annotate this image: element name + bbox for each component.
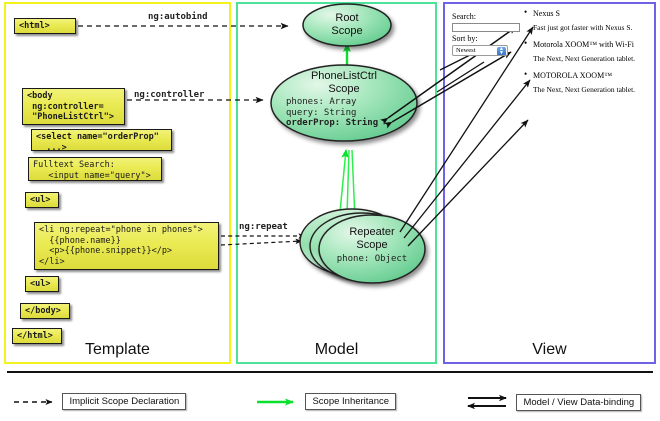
double-arrow-icon: [467, 394, 507, 410]
legend-item-scope-inheritance: Scope Inheritance: [255, 393, 397, 411]
legend-item-implicit-scope-declaration: Implicit Scope Declaration: [12, 393, 187, 411]
list-item[interactable]: Motorola XOOM™ with Wi-Fi The Next, Next…: [524, 38, 652, 64]
column-label-model: Model: [314, 341, 359, 358]
code-box-select-tag: <select name="orderProp" ...>: [31, 129, 172, 153]
code-box-body-open: <body ng:controller= "PhoneListCtrl">: [22, 88, 125, 125]
phone-snippet: Fast just got faster with Nexus S.: [533, 23, 633, 32]
green-arrow-icon: [257, 398, 294, 406]
dashed-arrow-icon: [14, 398, 53, 405]
column-model: Model: [236, 2, 437, 364]
code-box-ul-open: <ul>: [25, 192, 59, 208]
code-box-ul-close: <ul>: [25, 276, 59, 292]
code-box-html-close: </html>: [12, 328, 62, 344]
chevron-updown-icon[interactable]: ▲▼: [497, 47, 506, 55]
code-box-body-close: </body>: [20, 303, 70, 319]
edge-label-autobind: ng:autobind: [148, 12, 208, 22]
legend-label-model-view-data-binding: Model / View Data-binding: [516, 393, 642, 411]
phone-title[interactable]: MOTOROLA XOOM™: [524, 69, 652, 81]
code-box-li-repeat: <li ng:repeat="phone in phones"> {{phone…: [34, 222, 219, 270]
code-box-html-open: <html>: [14, 18, 76, 34]
phone-title[interactable]: Nexus S: [524, 7, 652, 19]
phone-snippet: The Next, Next Generation tablet.: [533, 85, 636, 94]
column-label-view: View: [532, 341, 567, 358]
legend-label-implicit-scope-declaration: Implicit Scope Declaration: [62, 393, 187, 411]
legend-label-scope-inheritance: Scope Inheritance: [305, 393, 397, 411]
legend: Implicit Scope Declaration Scope Inherit…: [0, 371, 660, 421]
phone-title[interactable]: Motorola XOOM™ with Wi-Fi: [524, 38, 652, 50]
sort-by-label: Sort by:: [452, 34, 478, 43]
sort-by-select[interactable]: Newest ▲▼: [452, 45, 508, 56]
list-item[interactable]: Nexus S Fast just got faster with Nexus …: [524, 7, 652, 33]
edge-label-repeat: ng:repeat: [239, 222, 288, 232]
search-label: Search:: [452, 12, 476, 21]
legend-divider: [7, 371, 653, 373]
phone-snippet: The Next, Next Generation tablet.: [533, 54, 636, 63]
phone-list: Nexus S Fast just got faster with Nexus …: [524, 7, 652, 101]
sort-by-selected-value: Newest: [456, 47, 476, 54]
view-form: Search: Sort by: Newest ▲▼: [452, 12, 527, 56]
search-input[interactable]: [452, 23, 520, 32]
edge-label-controller: ng:controller: [134, 90, 205, 100]
list-item[interactable]: MOTOROLA XOOM™ The Next, Next Generation…: [524, 69, 652, 95]
column-label-template: Template: [85, 341, 150, 358]
legend-item-model-view-data-binding: Model / View Data-binding: [466, 393, 642, 411]
code-box-fulltext-search: Fulltext Search: <input name="query">: [28, 157, 162, 181]
